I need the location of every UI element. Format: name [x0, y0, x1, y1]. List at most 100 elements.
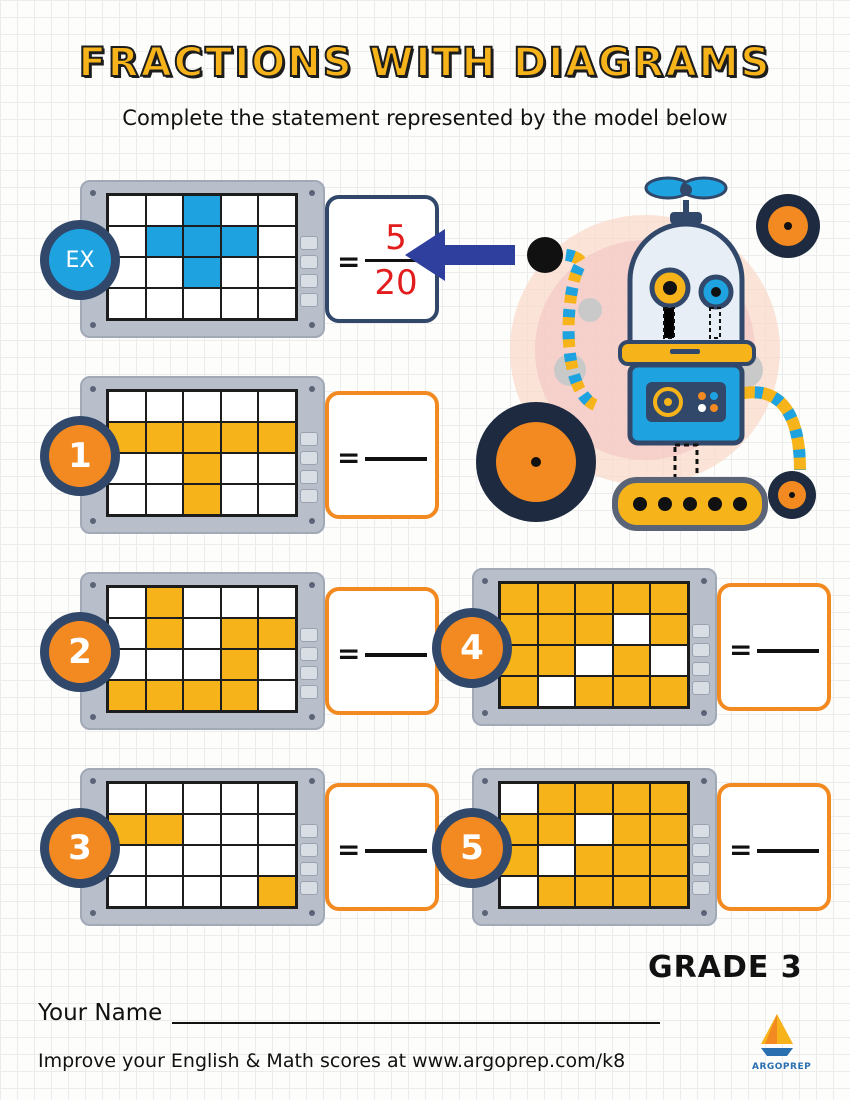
left-arrow-icon: [405, 229, 515, 281]
grid-cell: [220, 195, 259, 226]
grid-cell: [500, 583, 538, 614]
grid-cell: [183, 814, 221, 845]
grid-cell: [258, 649, 296, 680]
grid-cell: [650, 614, 688, 645]
grid-cell: [220, 649, 259, 680]
answer-box[interactable]: =: [717, 583, 831, 711]
grid-cell: [183, 195, 221, 226]
grid-cell: [145, 649, 184, 680]
equals-sign: =: [337, 245, 361, 278]
grid-cell: [575, 583, 613, 614]
grid-cell: [650, 583, 688, 614]
grid-cell: [145, 288, 184, 319]
answer-blank: [757, 849, 819, 853]
grid-cell: [537, 814, 576, 845]
grid-cell: [220, 814, 259, 845]
grid-cell: [575, 845, 613, 876]
grid-cell: [500, 676, 538, 707]
grid-cell: [575, 614, 613, 645]
answer-blank: [365, 653, 427, 657]
grid-cell: [500, 783, 538, 814]
answer-blank: [757, 649, 819, 653]
grid-cell: [612, 676, 651, 707]
grid-cell: [145, 587, 184, 618]
grid-cell: [258, 814, 296, 845]
panel-buttons: [300, 236, 322, 312]
grid-cell: [612, 645, 651, 676]
fraction-grid: [106, 193, 298, 321]
grid-cell: [258, 845, 296, 876]
grid-cell: [108, 587, 146, 618]
grid-cell: [183, 226, 221, 257]
grid-cell: [537, 783, 576, 814]
fraction-grid: [498, 581, 690, 709]
argoprep-logo: ARGOPREP: [752, 1010, 811, 1080]
grid-cell: [220, 288, 259, 319]
problem-badge: 1: [40, 416, 120, 496]
denominator: 20: [374, 263, 418, 303]
grid-cell: [537, 845, 576, 876]
grid-cell: [183, 391, 221, 422]
fraction-grid: [106, 585, 298, 713]
grid-cell: [612, 845, 651, 876]
problem-badge: 3: [40, 808, 120, 888]
grid-cell: [145, 845, 184, 876]
answer-box[interactable]: =: [717, 783, 831, 911]
grid-cell: [183, 422, 221, 453]
fraction-grid: [498, 781, 690, 909]
grid-cell: [145, 195, 184, 226]
problem-badge: 4: [432, 608, 512, 688]
grid-cell: [145, 876, 184, 907]
grid-cell: [183, 587, 221, 618]
problem-4: 4 =: [432, 568, 831, 728]
grid-cell: [108, 391, 146, 422]
problem-1: 1 =: [40, 376, 439, 536]
answer-box[interactable]: =: [325, 391, 439, 519]
grid-cell: [220, 422, 259, 453]
answer-box[interactable]: =: [325, 587, 439, 715]
grid-cell: [220, 391, 259, 422]
grid-cell: [183, 783, 221, 814]
grid-cell: [612, 783, 651, 814]
grid-cell: [220, 587, 259, 618]
grid-cell: [183, 257, 221, 288]
name-input-line[interactable]: [172, 1022, 660, 1024]
fraction-grid: [106, 781, 298, 909]
grid-cell: [258, 587, 296, 618]
grid-cell: [220, 876, 259, 907]
grid-cell: [108, 680, 146, 711]
grade-label: GRADE 3: [648, 950, 803, 985]
grid-cell: [183, 453, 221, 484]
grid-cell: [258, 680, 296, 711]
problem-badge: 5: [432, 808, 512, 888]
sailboat-icon: [761, 1014, 793, 1056]
answer-blank: [365, 849, 427, 853]
grid-cell: [612, 614, 651, 645]
problem-2: 2 =: [40, 572, 439, 732]
grid-cell: [145, 257, 184, 288]
instructions: Complete the statement represented by th…: [122, 106, 728, 130]
grid-cell: [220, 453, 259, 484]
grid-cell: [183, 845, 221, 876]
grid-cell: [145, 484, 184, 515]
grid-cell: [145, 814, 184, 845]
grid-cell: [183, 484, 221, 515]
grid-cell: [258, 288, 296, 319]
answer-blank: [365, 457, 427, 461]
name-label: Your Name: [38, 1000, 163, 1026]
grid-cell: [220, 618, 259, 649]
grid-cell: [258, 195, 296, 226]
grid-cell: [220, 845, 259, 876]
grid-cell: [575, 783, 613, 814]
grid-cell: [108, 195, 146, 226]
grid-cell: [108, 783, 146, 814]
grid-cell: [537, 583, 576, 614]
grid-cell: [258, 226, 296, 257]
grid-cell: [650, 676, 688, 707]
example-problem: EX = 5 20: [40, 180, 439, 340]
answer-box[interactable]: =: [325, 783, 439, 911]
problem-badge: 2: [40, 612, 120, 692]
grid-cell: [220, 783, 259, 814]
grid-cell: [650, 814, 688, 845]
grid-cell: [108, 288, 146, 319]
